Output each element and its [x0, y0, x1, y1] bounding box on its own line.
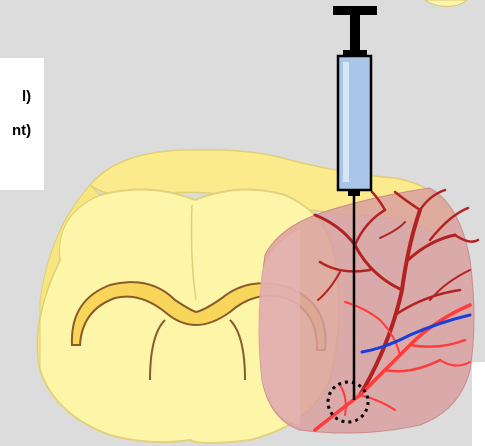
syringe-plunger-handle — [333, 6, 377, 15]
legend-label-panel: l) nt) — [0, 58, 44, 190]
syringe-barrel-highlight — [343, 62, 349, 182]
legend-label-line-1: l) — [22, 88, 31, 106]
top-edge-tissue-fragment — [425, 0, 467, 6]
syringe-plunger-rod — [350, 14, 360, 56]
syringe-barrel — [338, 56, 371, 190]
right-edge-panel — [472, 362, 485, 446]
syringe-tip — [348, 190, 360, 196]
legend-label-line-2: nt) — [12, 122, 31, 140]
